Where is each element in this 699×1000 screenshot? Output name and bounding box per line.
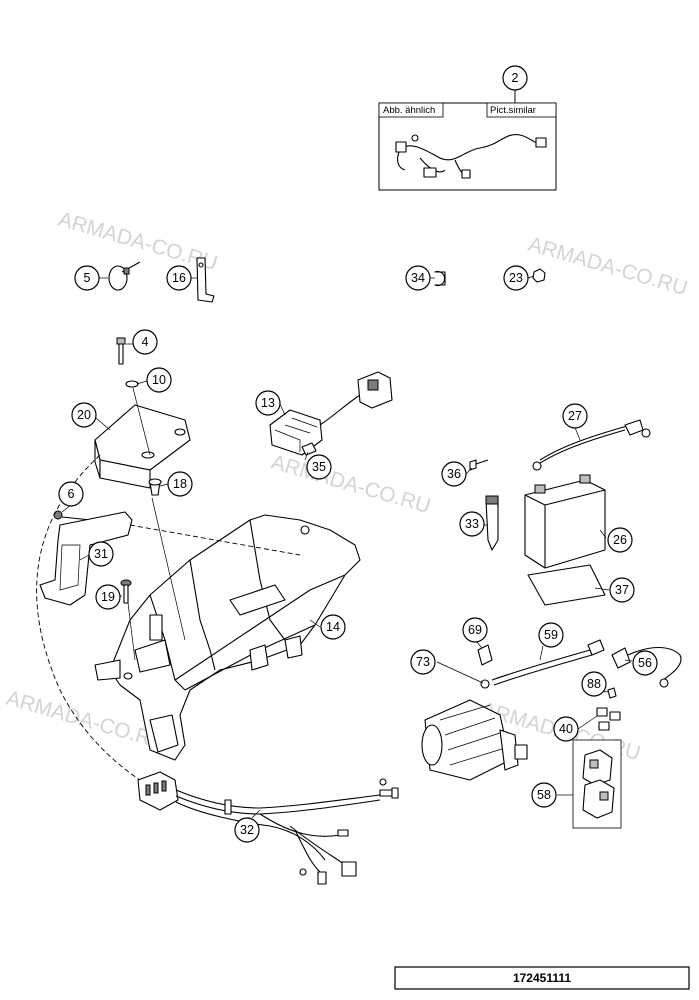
callout: 34 [405,265,431,291]
callout: 26 [607,527,633,553]
watermark: ARMADA-CO.RU [526,233,690,300]
svg-text:10: 10 [152,373,166,387]
svg-text:69: 69 [468,623,482,637]
svg-text:4: 4 [142,335,149,349]
callout: 32 [234,817,260,843]
bracket [39,511,133,606]
callout: 56 [632,650,658,676]
cable-tie [108,261,141,291]
callout: 31 [88,541,114,567]
inset-box: Abb. ähnlich Pict.similar [378,90,557,191]
watermark: ARMADA-CO.RU [269,451,433,518]
callout: 33 [459,511,485,537]
leader-lines [61,275,633,819]
callout: 36 [441,461,467,487]
inset-label-right: Pict.similar [490,105,536,116]
small-nut [532,268,546,283]
callout: 14 [320,614,346,640]
assembly-line [129,524,301,556]
svg-text:14: 14 [326,620,340,634]
callout: 73 [410,649,436,675]
screw [120,579,132,604]
svg-text:33: 33 [465,517,479,531]
clamp [434,270,446,287]
svg-text:23: 23 [509,271,523,285]
assembly-line [132,387,151,456]
cable-holder [196,257,215,303]
screw [116,337,126,365]
callout: 13 [255,390,281,416]
svg-text:58: 58 [537,788,551,802]
callout: 23 [503,265,529,291]
illustration-code: 172451111 [513,971,571,985]
assembly-line [36,454,141,781]
fuse [596,707,621,731]
callouts: 2 5 16 34 23 4 10 20 13 35 27 36 18 6 33… [58,65,658,843]
svg-text:2: 2 [512,71,519,85]
callout: 69 [462,617,488,643]
callout: 35 [306,454,332,480]
svg-text:18: 18 [173,477,187,491]
callout: 10 [146,367,172,393]
svg-text:26: 26 [613,533,627,547]
callout: 40 [553,716,579,742]
callout: 18 [167,471,193,497]
callout: 88 [581,671,607,697]
svg-text:40: 40 [559,722,573,736]
svg-text:27: 27 [568,409,582,423]
svg-text:59: 59 [544,628,558,642]
inset-label-left: Abb. ähnlich [383,105,435,116]
callout: 19 [95,584,121,610]
fuse-strap [485,495,499,551]
callout: 5 [74,265,100,291]
svg-text:13: 13 [261,396,275,410]
callout: 16 [166,265,192,291]
svg-text:34: 34 [411,271,425,285]
starter-motor [421,699,528,781]
svg-text:88: 88 [587,677,601,691]
callout: 6 [58,481,84,507]
svg-text:6: 6 [68,487,75,501]
svg-text:16: 16 [172,271,186,285]
svg-text:20: 20 [77,408,91,422]
electronics-holder [94,514,361,761]
assembly-line [127,602,136,661]
relay-box [572,739,622,829]
bolt [607,687,617,699]
rubber-bushing [148,478,162,496]
callout: 4 [132,329,158,355]
svg-text:37: 37 [615,583,629,597]
ecu-unit [94,404,191,489]
callout: 27 [562,403,588,429]
svg-text:32: 32 [240,823,254,837]
ground-cable [611,646,682,688]
footer-box: 172451111 [394,966,690,990]
svg-text:31: 31 [94,547,108,561]
callout: 37 [609,577,635,603]
svg-text:56: 56 [638,656,652,670]
starter-cable [491,639,605,686]
washer [125,380,139,388]
battery-screw [469,459,489,471]
callout: 58 [531,782,557,808]
terminal-cap [477,644,493,666]
svg-text:73: 73 [416,655,430,669]
svg-text:19: 19 [101,590,115,604]
svg-text:35: 35 [312,460,326,474]
callout: 20 [71,402,97,428]
ring-terminal [480,679,490,689]
svg-text:5: 5 [84,271,91,285]
wiring-harness [137,771,399,885]
svg-text:36: 36 [447,467,461,481]
callout: 2 [502,65,528,91]
watermark: ARMADA-CO.RU [56,208,220,275]
voltage-regulator [269,371,393,456]
battery-cable [532,419,651,471]
assembly-line [151,497,186,641]
battery [524,474,606,569]
callout: 59 [538,622,564,648]
battery-pad [527,564,606,606]
